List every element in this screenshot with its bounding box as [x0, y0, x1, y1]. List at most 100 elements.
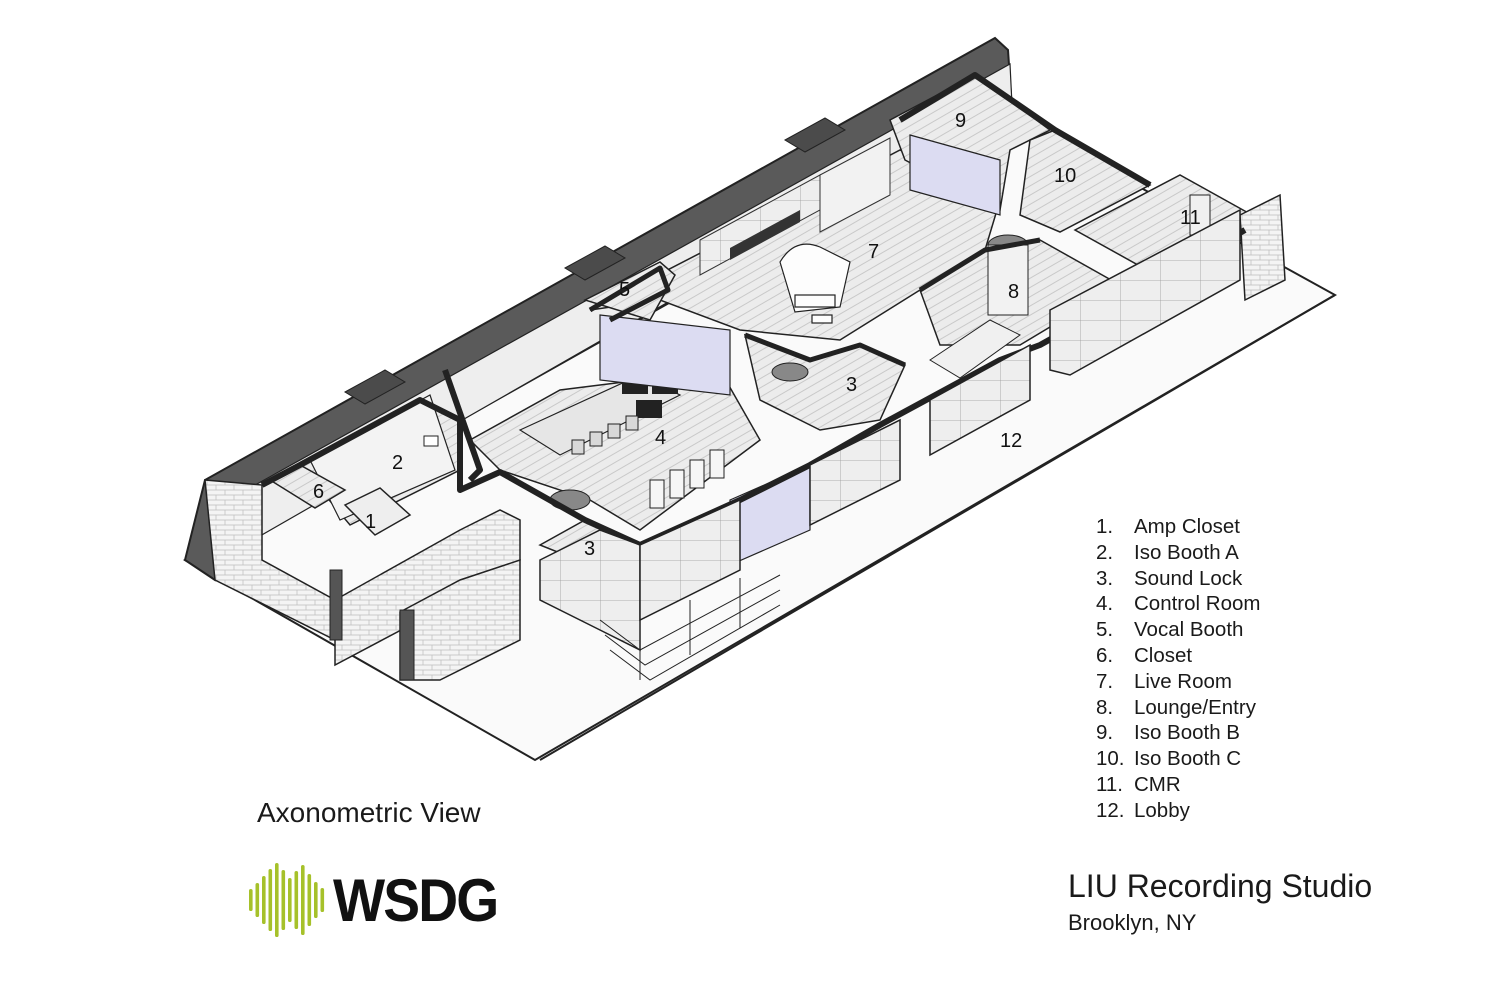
legend-item-label: Live Room — [1134, 669, 1232, 693]
legend-item-number: 4. — [1096, 592, 1114, 616]
interior-wall — [898, 72, 1152, 188]
door-jamb — [329, 569, 343, 641]
legend-item: 9. Iso Booth B — [1096, 720, 1260, 746]
logo-wordmark: WSDG — [333, 867, 499, 934]
view-title: Axonometric View — [257, 797, 481, 828]
room-label-4: 4 — [655, 427, 666, 449]
legend-item: 4. Control Room — [1096, 591, 1260, 617]
legend-item-label: Closet — [1134, 643, 1193, 667]
room-label-1: 1 — [365, 511, 376, 533]
cmr-side-wall — [1239, 193, 1286, 302]
legend-item-number: 3. — [1096, 566, 1114, 590]
room-label-9: 9 — [955, 110, 966, 132]
mixing-console — [518, 374, 682, 456]
logo-wave-bar — [301, 865, 305, 935]
wall-panel — [819, 137, 891, 233]
logo-wave-bar — [281, 870, 286, 930]
room-label-6: 6 — [313, 481, 324, 503]
lobby-floor-edge — [539, 294, 1336, 761]
legend-item-label: Iso Booth B — [1134, 721, 1240, 745]
interior-wall — [918, 237, 1041, 293]
glass-partition — [599, 314, 731, 396]
legend-item-number: 11. — [1096, 772, 1123, 796]
legend-item-label: Amp Closet — [1134, 515, 1240, 538]
legend-item-label: Iso Booth A — [1134, 540, 1239, 564]
chairs — [571, 415, 639, 455]
paneled-wall — [809, 418, 901, 527]
studio-monitor — [636, 400, 662, 418]
room-legend: 1.Amp Closet 2.Iso Booth A 3.Sound Lock … — [1096, 514, 1260, 824]
room-label-12: 12 — [1000, 430, 1022, 452]
legend-item-number: 2. — [1096, 540, 1114, 564]
window-strip — [730, 210, 800, 260]
roof-vent — [343, 369, 407, 405]
project-location: Brooklyn, NY — [1068, 910, 1197, 935]
room-label-10: 10 — [1054, 165, 1076, 187]
legend-item: 8. Lounge/Entry — [1096, 695, 1260, 721]
glass-partition — [909, 134, 1001, 216]
project-title: LIU Recording Studio — [1068, 868, 1373, 904]
logo-wave-bar — [275, 863, 279, 937]
legend-item-label: Control Room — [1134, 592, 1261, 616]
legend-item: 2. Iso Booth A — [1096, 540, 1260, 566]
iso-booth-c-floor — [1019, 129, 1152, 233]
legend-item-number: 7. — [1096, 669, 1114, 693]
legend-item: 6. Closet — [1096, 643, 1260, 669]
room-label-8: 8 — [1008, 281, 1019, 303]
legend-item-number: 9. — [1096, 721, 1114, 745]
legend-item: 12. Lobby — [1096, 798, 1260, 824]
paneled-wall — [929, 343, 1031, 457]
room-label-5: 5 — [619, 279, 630, 301]
roof-vent — [563, 245, 627, 281]
logo-wave-bar — [249, 889, 253, 911]
legend-item-label: Iso Booth C — [1134, 747, 1242, 771]
legend-item-number: 1. — [1096, 515, 1114, 538]
interior-wall — [442, 369, 483, 483]
interior-wall — [744, 332, 907, 368]
legend-item-label: Vocal Booth — [1134, 618, 1244, 642]
logo-wave-bar — [288, 878, 292, 922]
interior-wall — [588, 265, 671, 323]
legend-item: 10. Iso Booth C — [1096, 746, 1260, 772]
room-label-11: 11 — [1180, 207, 1201, 229]
paneled-wall — [1049, 208, 1241, 376]
column-shaft — [987, 244, 1029, 316]
vocal-booth-floor — [583, 261, 676, 321]
logo-wave-bar — [307, 874, 312, 926]
legend-item: 11. CMR — [1096, 772, 1260, 798]
legend-item-label: Lobby — [1134, 798, 1190, 822]
legend-item: 7. Live Room — [1096, 669, 1260, 695]
sound-wave-icon — [249, 863, 325, 937]
legend-item: 3. Sound Lock — [1096, 566, 1260, 592]
room-label-3: 3 — [584, 538, 595, 560]
stairs — [929, 319, 1021, 379]
logo-wave-bar — [255, 883, 260, 917]
room-label-2: 2 — [392, 452, 403, 474]
room-label-3: 3 — [846, 374, 857, 396]
wsdg-logo: WSDG — [247, 860, 527, 940]
legend-item-label: Lounge/Entry — [1134, 695, 1256, 719]
legend-item-number: 12. — [1096, 798, 1125, 822]
logo-wave-bar — [268, 869, 273, 931]
legend-item-number: 6. — [1096, 643, 1114, 667]
legend-item-number: 10. — [1096, 747, 1125, 771]
legend-item-label: CMR — [1134, 772, 1181, 796]
bench-chairs — [649, 449, 725, 509]
legend-item: 1. Amp Closet — [1096, 514, 1260, 540]
column — [771, 362, 809, 382]
wall-plate — [423, 435, 439, 447]
door-jamb — [399, 609, 415, 681]
legend-item: 5. Vocal Booth — [1096, 617, 1260, 643]
legend-item-label: Sound Lock — [1134, 566, 1243, 590]
amp-closet-floor — [343, 487, 412, 536]
front-steps — [599, 574, 781, 681]
logo-wave-bar — [262, 876, 266, 924]
logo-wave-bar — [294, 871, 299, 929]
legend-item-number: 8. — [1096, 695, 1114, 719]
room-label-7: 7 — [868, 241, 879, 263]
legend-item-number: 5. — [1096, 618, 1114, 642]
roof-vent — [783, 117, 847, 153]
logo-wave-bar — [314, 882, 318, 918]
grand-piano — [779, 243, 851, 324]
